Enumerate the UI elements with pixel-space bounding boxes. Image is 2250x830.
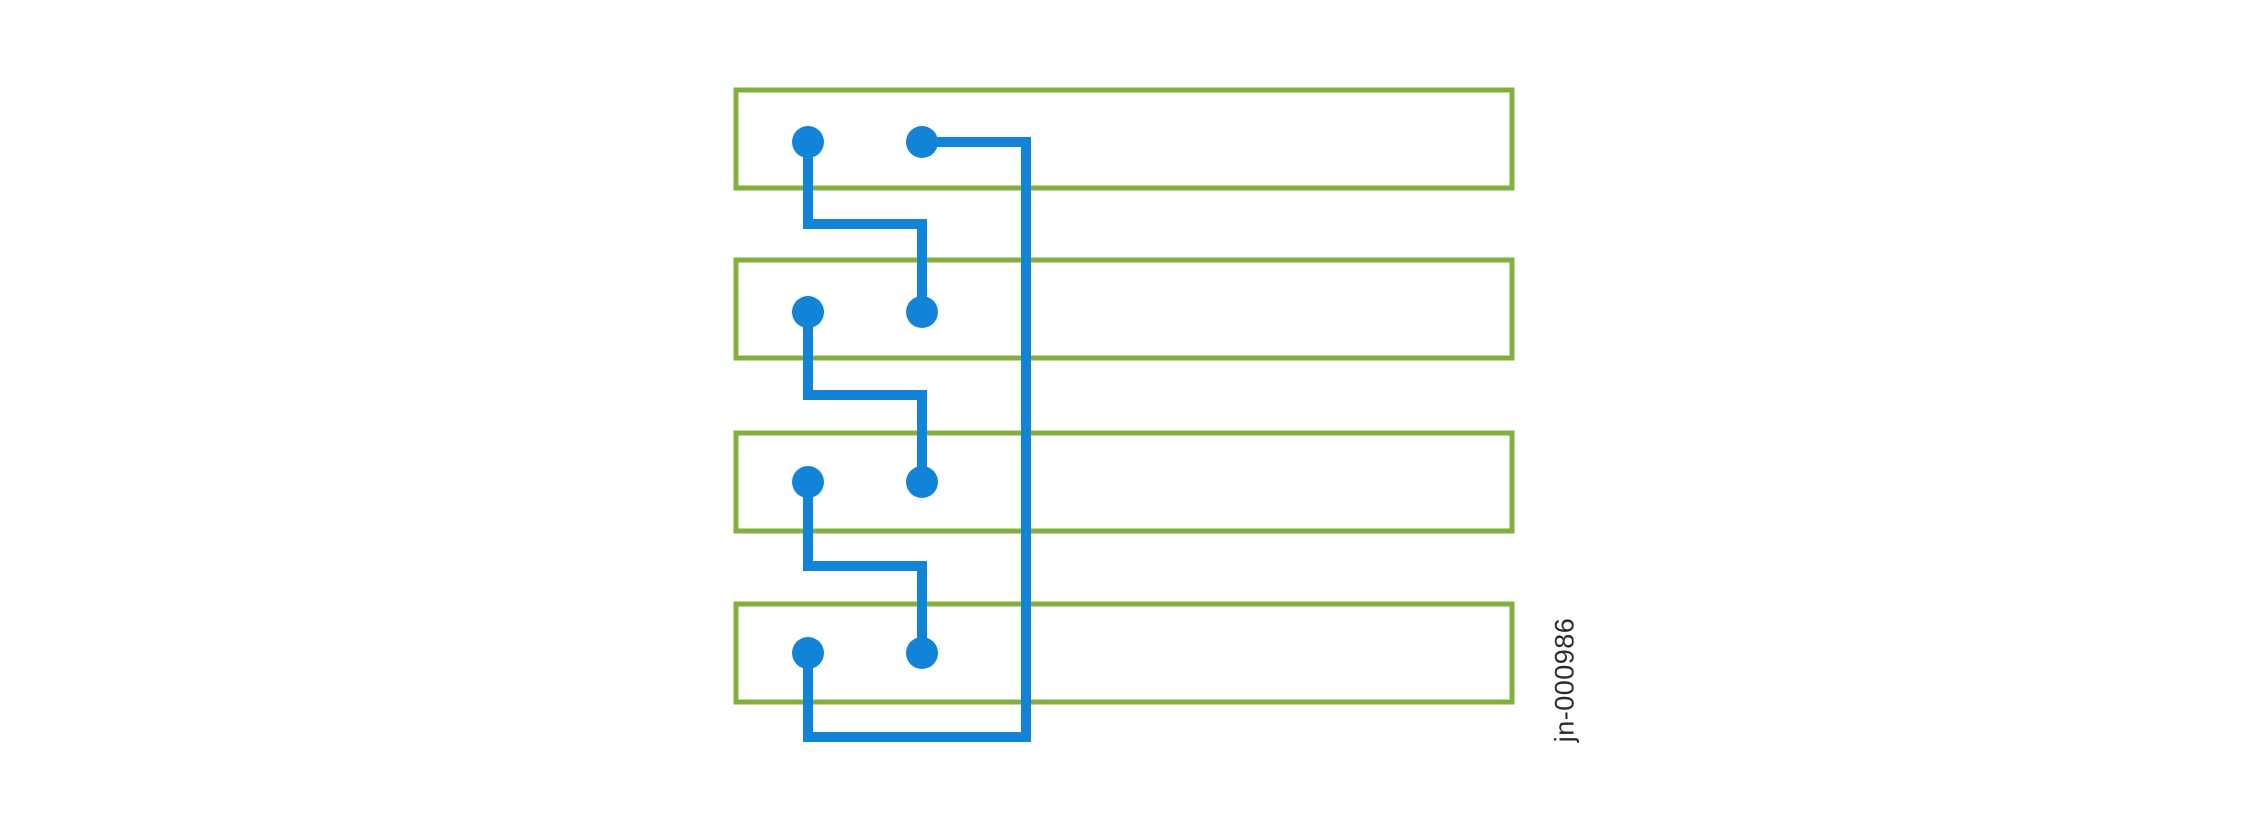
device-4-chassis[interactable] (733, 601, 1515, 705)
device-1-port-right-icon[interactable] (906, 126, 938, 158)
device-1-port-left-icon[interactable] (792, 126, 824, 158)
link-device1-left-to-device2-right[interactable] (803, 142, 927, 312)
device-4-port-left-icon[interactable] (792, 637, 824, 669)
device-2-port-left-icon[interactable] (792, 296, 824, 328)
device-2-port-right-icon[interactable] (906, 296, 938, 328)
link-device2-left-to-device3-right[interactable] (803, 312, 927, 482)
device-3-port-left-icon[interactable] (792, 466, 824, 498)
device-1-chassis[interactable] (733, 87, 1515, 191)
device-group (733, 87, 1515, 705)
device-3-chassis[interactable] (733, 430, 1515, 534)
port-group (792, 126, 938, 669)
link-device3-left-to-device4-right[interactable] (803, 482, 927, 653)
figure-id-label: jn-000986 (1549, 617, 1580, 743)
device-2-chassis[interactable] (733, 257, 1515, 361)
link-group (803, 137, 1031, 742)
device-4-port-right-icon[interactable] (906, 637, 938, 669)
device-3-port-right-icon[interactable] (906, 466, 938, 498)
link-device4-left-to-device1-right-return[interactable] (803, 137, 1031, 742)
